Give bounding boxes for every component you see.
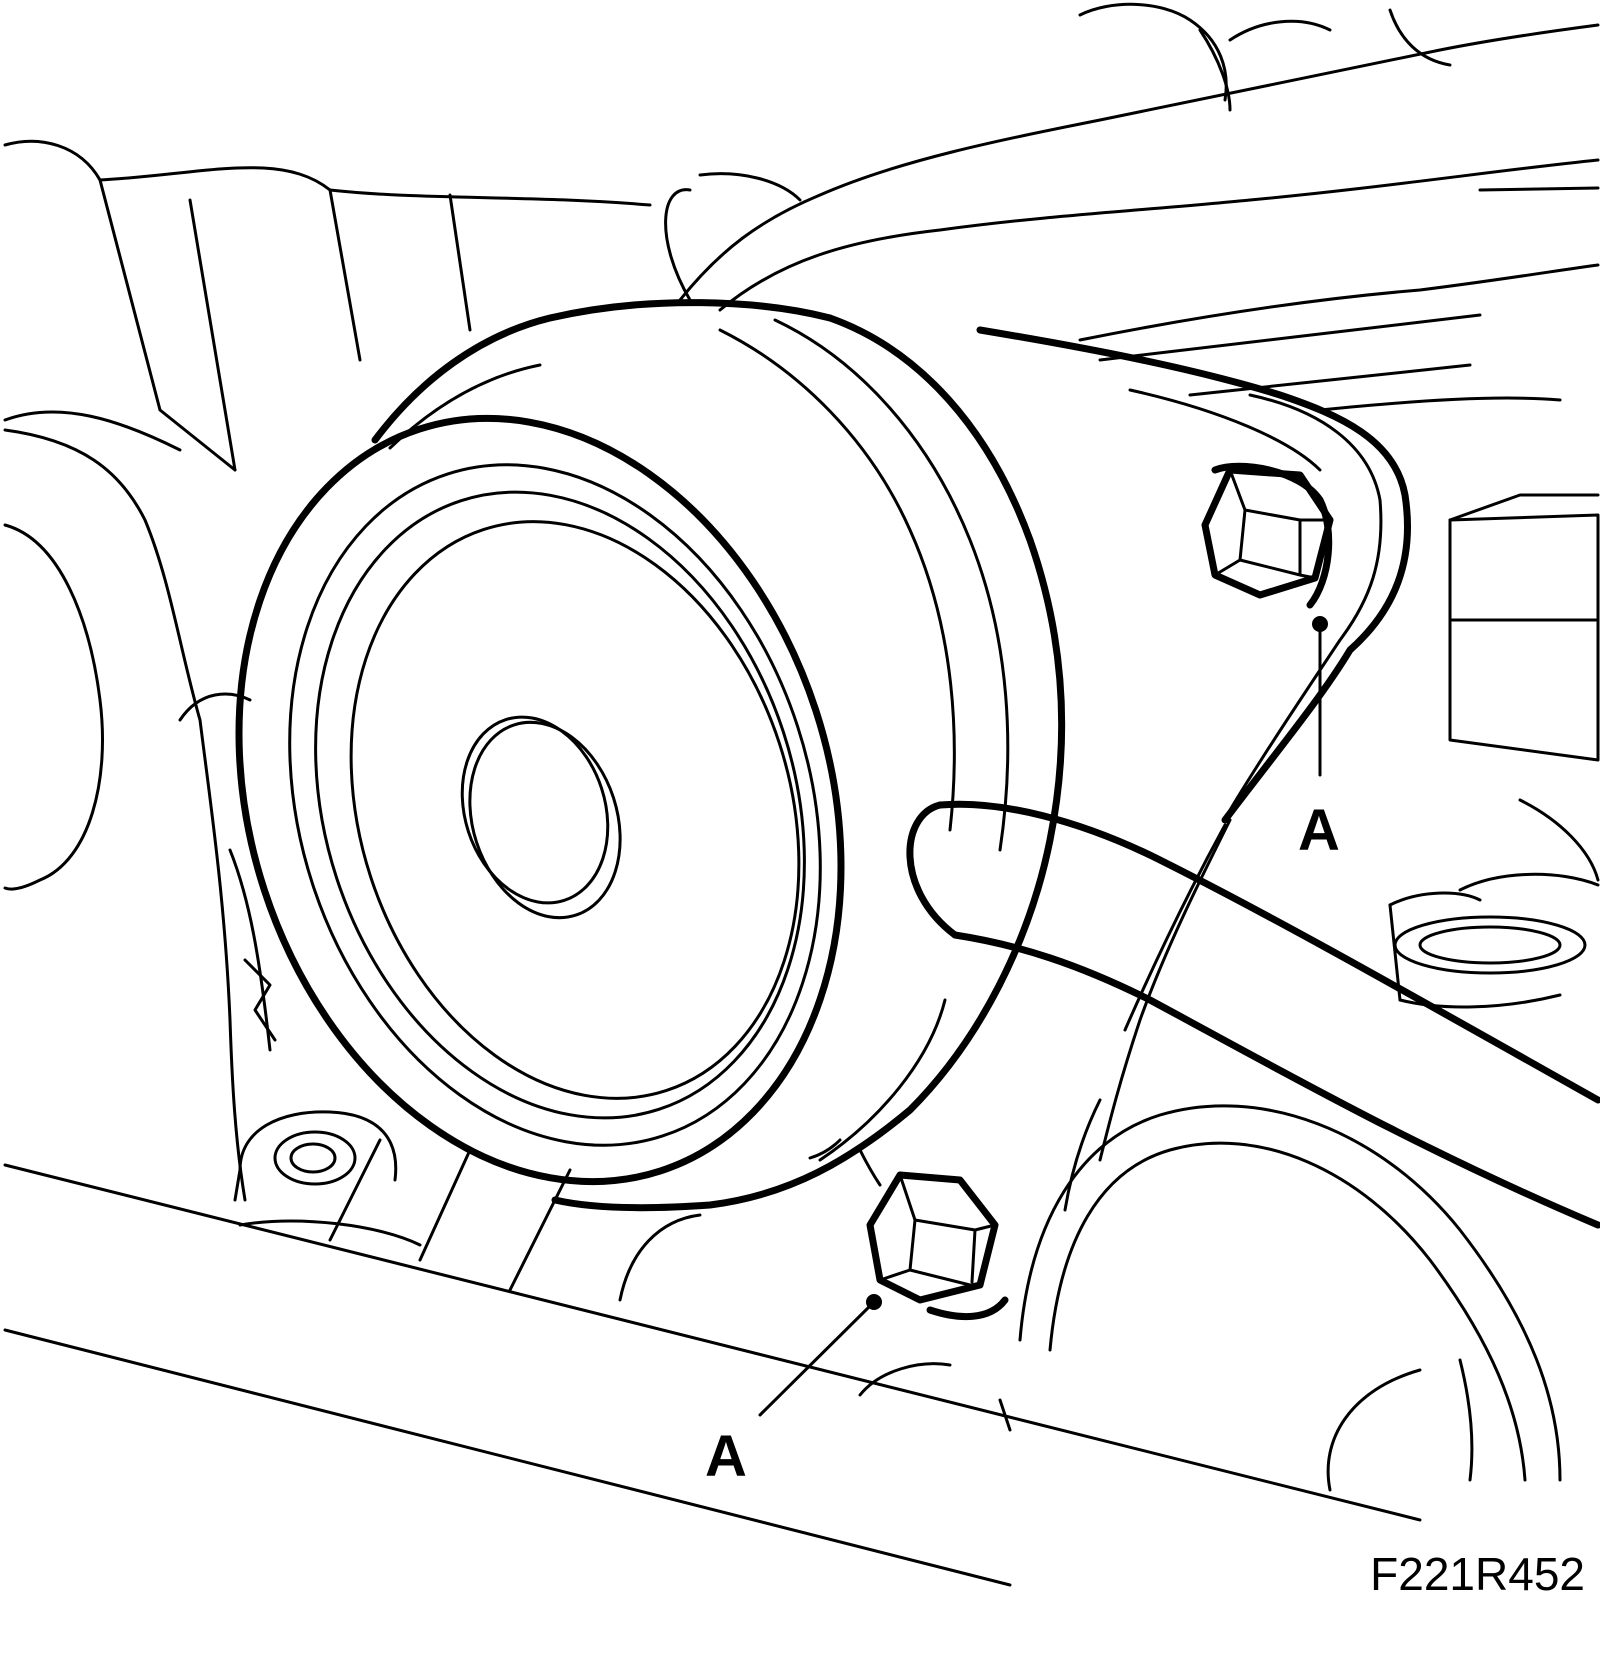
right-side-components <box>1388 493 1600 1009</box>
callout-bottom-label: A <box>705 1424 747 1489</box>
bottom-bolt <box>858 1148 1009 1321</box>
lower-wheel <box>1018 1098 1562 1492</box>
lower-rails <box>3 1138 1422 1587</box>
figure-code: F221R452 <box>1370 1548 1585 1600</box>
upper-pipes <box>664 2 1600 412</box>
engine-housing-lines <box>3 139 652 1202</box>
callout-top: A <box>1298 616 1340 863</box>
pulley <box>235 299 1066 1212</box>
callout-top-label: A <box>1298 798 1340 863</box>
mounting-boss <box>233 1110 398 1202</box>
bracket-plate <box>976 326 1411 1162</box>
callout-bottom-leader <box>758 1300 876 1417</box>
callout-bottom: A <box>705 1294 882 1489</box>
top-bolt <box>1201 462 1334 609</box>
tool-bar <box>906 800 1600 1229</box>
